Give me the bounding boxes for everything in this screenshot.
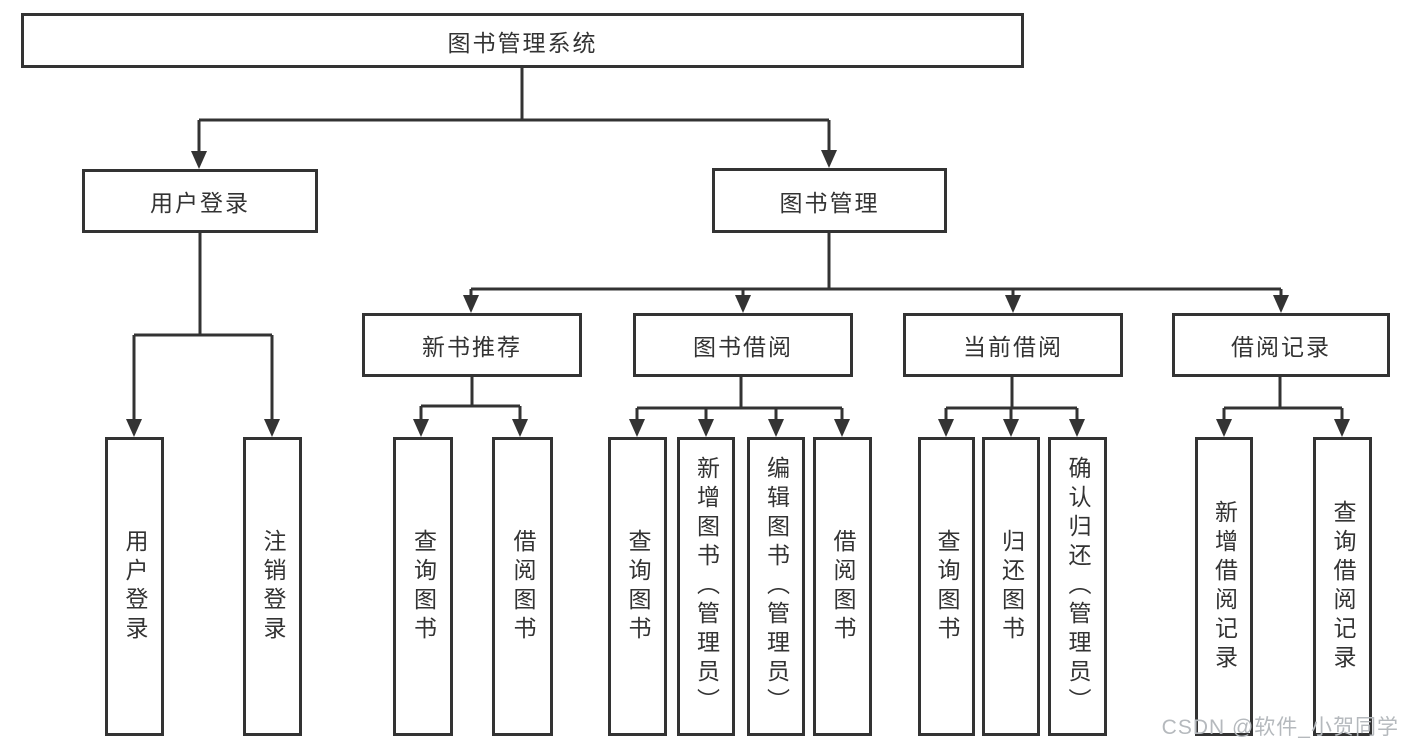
node-br-add-record-label: 新增借阅记录: [1211, 499, 1238, 674]
node-bb-edit-books-admin: 编辑图书（管理员）: [747, 437, 805, 736]
node-bb-borrow-books: 借阅图书: [813, 437, 872, 736]
node-nbr-query-books-label: 查询图书: [410, 528, 437, 645]
node-borrow-records: 借阅记录: [1172, 313, 1390, 377]
node-user-login-group-label: 用户登录: [150, 190, 250, 216]
node-cb-return-books: 归还图书: [982, 437, 1040, 736]
node-book-borrow: 图书借阅: [633, 313, 853, 377]
node-cb-confirm-return-admin: 确认归还（管理员）: [1048, 437, 1107, 736]
node-bb-query-books-label: 查询图书: [625, 528, 651, 645]
node-nbr-borrow-books: 借阅图书: [492, 437, 553, 736]
node-root-label: 图书管理系统: [447, 29, 598, 56]
node-logout-label: 注销登录: [260, 528, 286, 645]
node-br-query-record: 查询借阅记录: [1313, 437, 1372, 736]
node-book-borrow-label: 图书借阅: [693, 334, 793, 360]
node-user-login: 用户登录: [105, 437, 164, 736]
node-nbr-borrow-books-label: 借阅图书: [510, 528, 536, 645]
node-new-book-recommend: 新书推荐: [362, 313, 582, 377]
node-bb-add-books-admin-label: 新增图书（管理员）: [693, 456, 720, 717]
node-borrow-records-label: 借阅记录: [1231, 334, 1331, 360]
node-cb-return-books-label: 归还图书: [998, 528, 1025, 645]
node-cb-confirm-return-admin-label: 确认归还（管理员）: [1065, 456, 1091, 717]
csdn-watermark: CSDN @软件_小贺同学: [1161, 716, 1399, 739]
node-br-query-record-label: 查询借阅记录: [1330, 499, 1356, 674]
node-cb-query-books-label: 查询图书: [934, 528, 960, 645]
node-bb-edit-books-admin-label: 编辑图书（管理员）: [763, 456, 790, 717]
node-user-login-label: 用户登录: [122, 528, 148, 645]
node-current-borrow-label: 当前借阅: [963, 334, 1063, 360]
node-cb-query-books: 查询图书: [918, 437, 975, 736]
node-new-book-recommend-label: 新书推荐: [422, 334, 522, 360]
node-bb-add-books-admin: 新增图书（管理员）: [677, 437, 735, 736]
node-book-management: 图书管理: [712, 168, 947, 233]
node-book-management-label: 图书管理: [779, 189, 880, 216]
node-nbr-query-books: 查询图书: [393, 437, 453, 736]
node-logout: 注销登录: [243, 437, 302, 736]
node-bb-borrow-books-label: 借阅图书: [830, 528, 856, 645]
node-bb-query-books: 查询图书: [608, 437, 667, 736]
node-root: 图书管理系统: [21, 13, 1024, 68]
node-current-borrow: 当前借阅: [903, 313, 1123, 377]
node-user-login-group: 用户登录: [82, 169, 318, 233]
node-br-add-record: 新增借阅记录: [1195, 437, 1253, 736]
